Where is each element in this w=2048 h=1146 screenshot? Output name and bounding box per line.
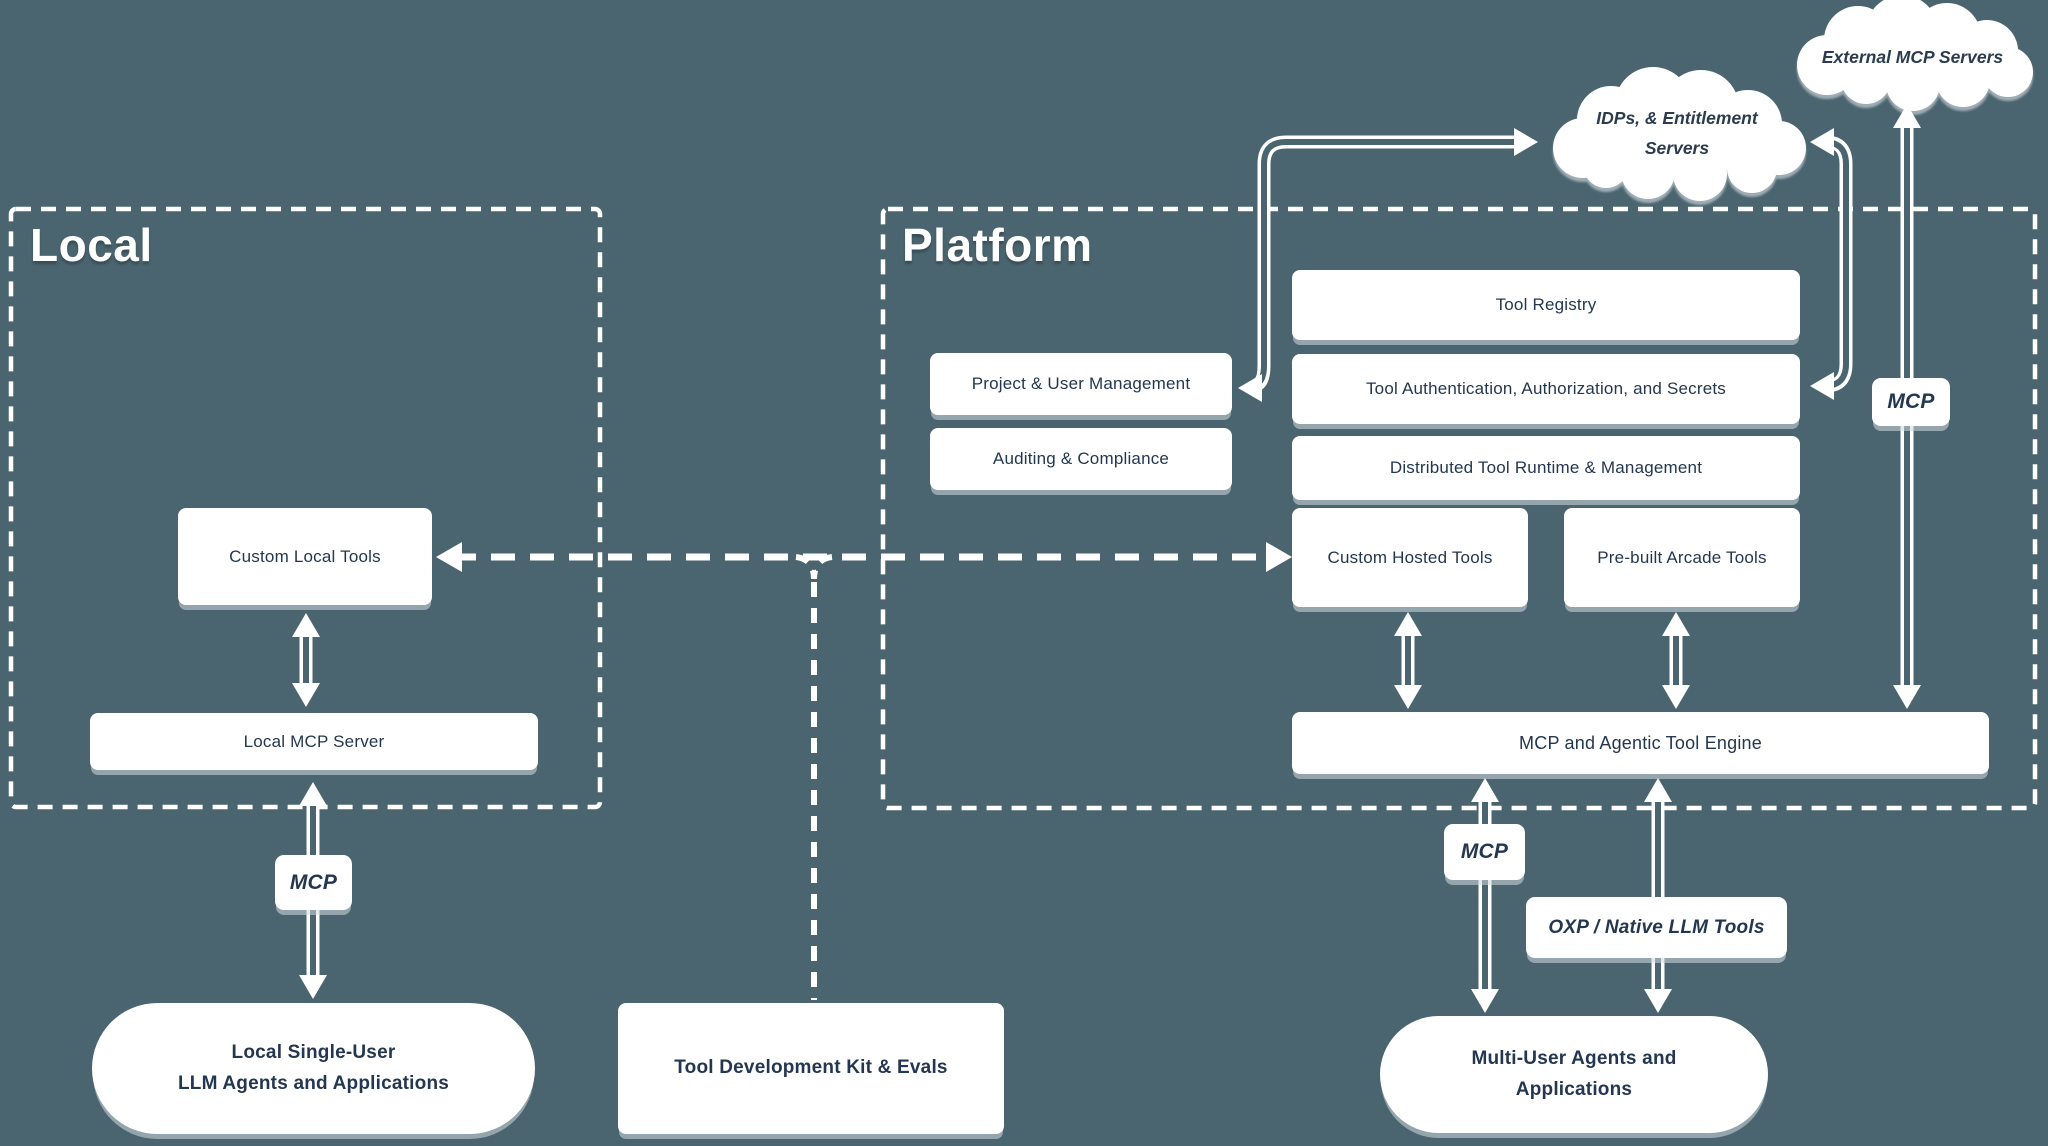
local-region-border (8, 206, 603, 810)
custom-local-tools-box: Custom Local Tools (178, 508, 432, 605)
arrow-custom-local-to-local-mcp (292, 613, 320, 707)
tool-registry-box: Tool Registry (1292, 270, 1800, 340)
prebuilt-arcade-tools-box: Pre-built Arcade Tools (1564, 508, 1800, 607)
multi-user-agents-pill: Multi-User Agents and Applications (1380, 1016, 1768, 1133)
auditing-compliance-box: Auditing & Compliance (930, 428, 1232, 490)
tool-auth-box: Tool Authentication, Authorization, and … (1292, 354, 1800, 424)
arrow-engine-to-multi-agents-oxp (1644, 778, 1672, 1013)
multi-user-agents-pill-line2: Applications (1515, 1078, 1633, 1100)
distributed-runtime-box: Distributed Tool Runtime & Management (1292, 436, 1800, 500)
local-agents-pill: Local Single-User LLM Agents and Applica… (92, 1003, 535, 1134)
external-mcp-servers-cloud-label: External MCP Servers (1821, 47, 2004, 68)
local-mcp-server-box: Local MCP Server (90, 713, 538, 770)
idps-cloud-label: IDPs, & Entitlement Servers (1558, 100, 1796, 168)
custom-hosted-tools-box: Custom Hosted Tools (1292, 508, 1528, 607)
arrow-custom-hosted-to-engine (1394, 612, 1422, 709)
arrow-prebuilt-to-engine (1662, 612, 1690, 709)
idps-cloud-label-line1: IDPs, & Entitlement (1596, 108, 1758, 129)
local-agents-pill-line2: LLM Agents and Applications (177, 1072, 450, 1094)
local-region-title: Local (30, 219, 153, 271)
connector-project-user-to-idps (1238, 128, 1538, 402)
project-user-management-box: Project & User Management (930, 353, 1232, 415)
cloud-idps-icon (1553, 67, 1806, 201)
platform-region-title: Platform (902, 219, 1093, 271)
idps-cloud-label-line2: Servers (1644, 138, 1710, 158)
connector-branch-to-tdk-dashed (795, 554, 833, 1000)
mcp-agentic-tool-engine-box: MCP and Agentic Tool Engine (1292, 712, 1989, 774)
connector-custom-local-to-custom-hosted-dashed (436, 542, 1292, 572)
arrow-engine-to-multi-agents-mcp (1471, 778, 1499, 1013)
multi-user-agents-pill-line1: Multi-User Agents and (1471, 1048, 1677, 1070)
mcp-label-platform: MCP (1444, 824, 1525, 880)
mcp-label-external: MCP (1872, 378, 1950, 426)
oxp-native-llm-tools-label: OXP / Native LLM Tools (1526, 897, 1787, 958)
local-agents-pill-line1: Local Single-User (231, 1042, 396, 1064)
connector-idps-to-tool-auth (1810, 128, 1853, 400)
cloud-external-mcp-servers-icon (1797, 0, 2033, 111)
tool-development-kit-box: Tool Development Kit & Evals (618, 1003, 1004, 1134)
mcp-label-local: MCP (275, 855, 352, 910)
